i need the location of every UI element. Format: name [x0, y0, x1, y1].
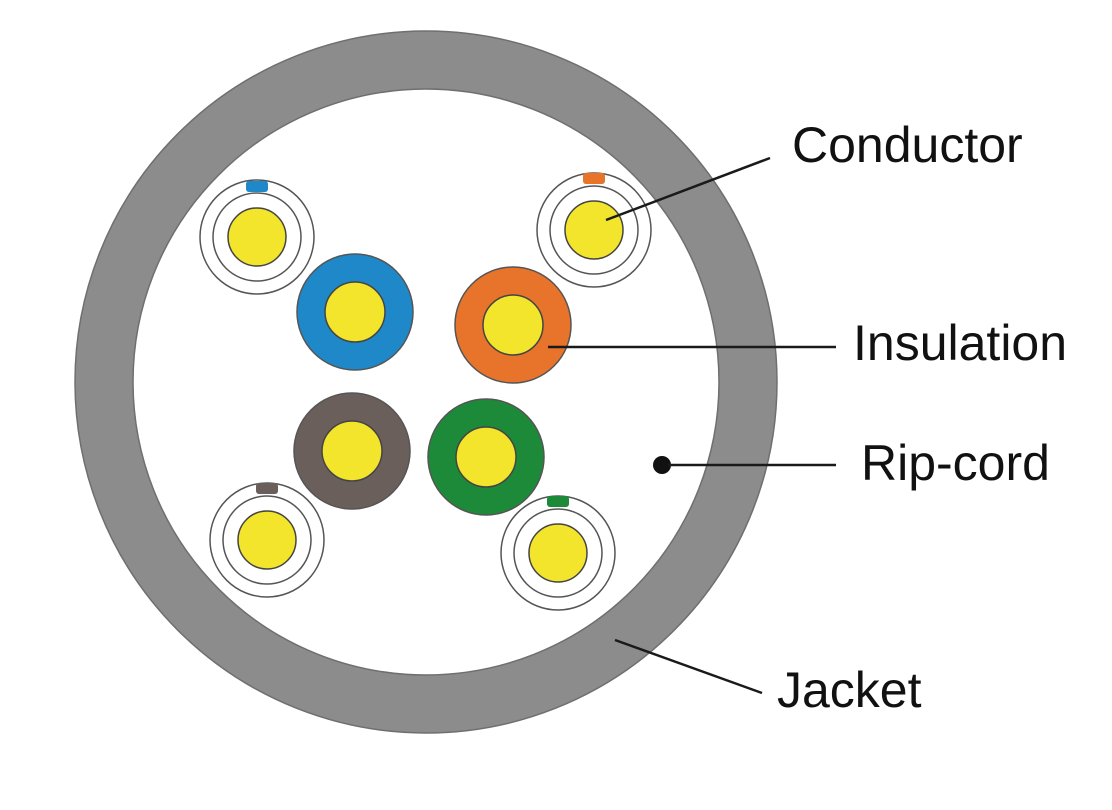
white-blue-wire: [199, 179, 315, 295]
orange-wire: [454, 266, 572, 384]
conductor-leader-line: [605, 156, 771, 222]
orange-stripe-marker: [583, 173, 605, 184]
blue-stripe-marker: [246, 181, 268, 192]
jacket-ring: [75, 31, 777, 733]
rip-cord-dot: [653, 456, 671, 474]
jacket-outer-edge: [74, 30, 778, 734]
green-stripe-marker: [547, 496, 569, 507]
brown-stripe-marker: [256, 483, 278, 494]
insulation-label: Insulation: [853, 315, 1068, 371]
jacket-label: Jacket: [777, 662, 922, 718]
white-brown-wire: [209, 482, 325, 598]
jacket-leader-line: [614, 638, 763, 695]
conductor-label: Conductor: [792, 117, 1023, 173]
white-green-wire: [500, 495, 616, 611]
brown-wire: [293, 392, 411, 510]
jacket-inner-edge: [132, 88, 720, 676]
blue-wire: [296, 253, 414, 371]
white-orange-wire: [536, 172, 652, 288]
green-wire: [427, 398, 545, 516]
rip-cord-label: Rip-cord: [861, 435, 1050, 491]
